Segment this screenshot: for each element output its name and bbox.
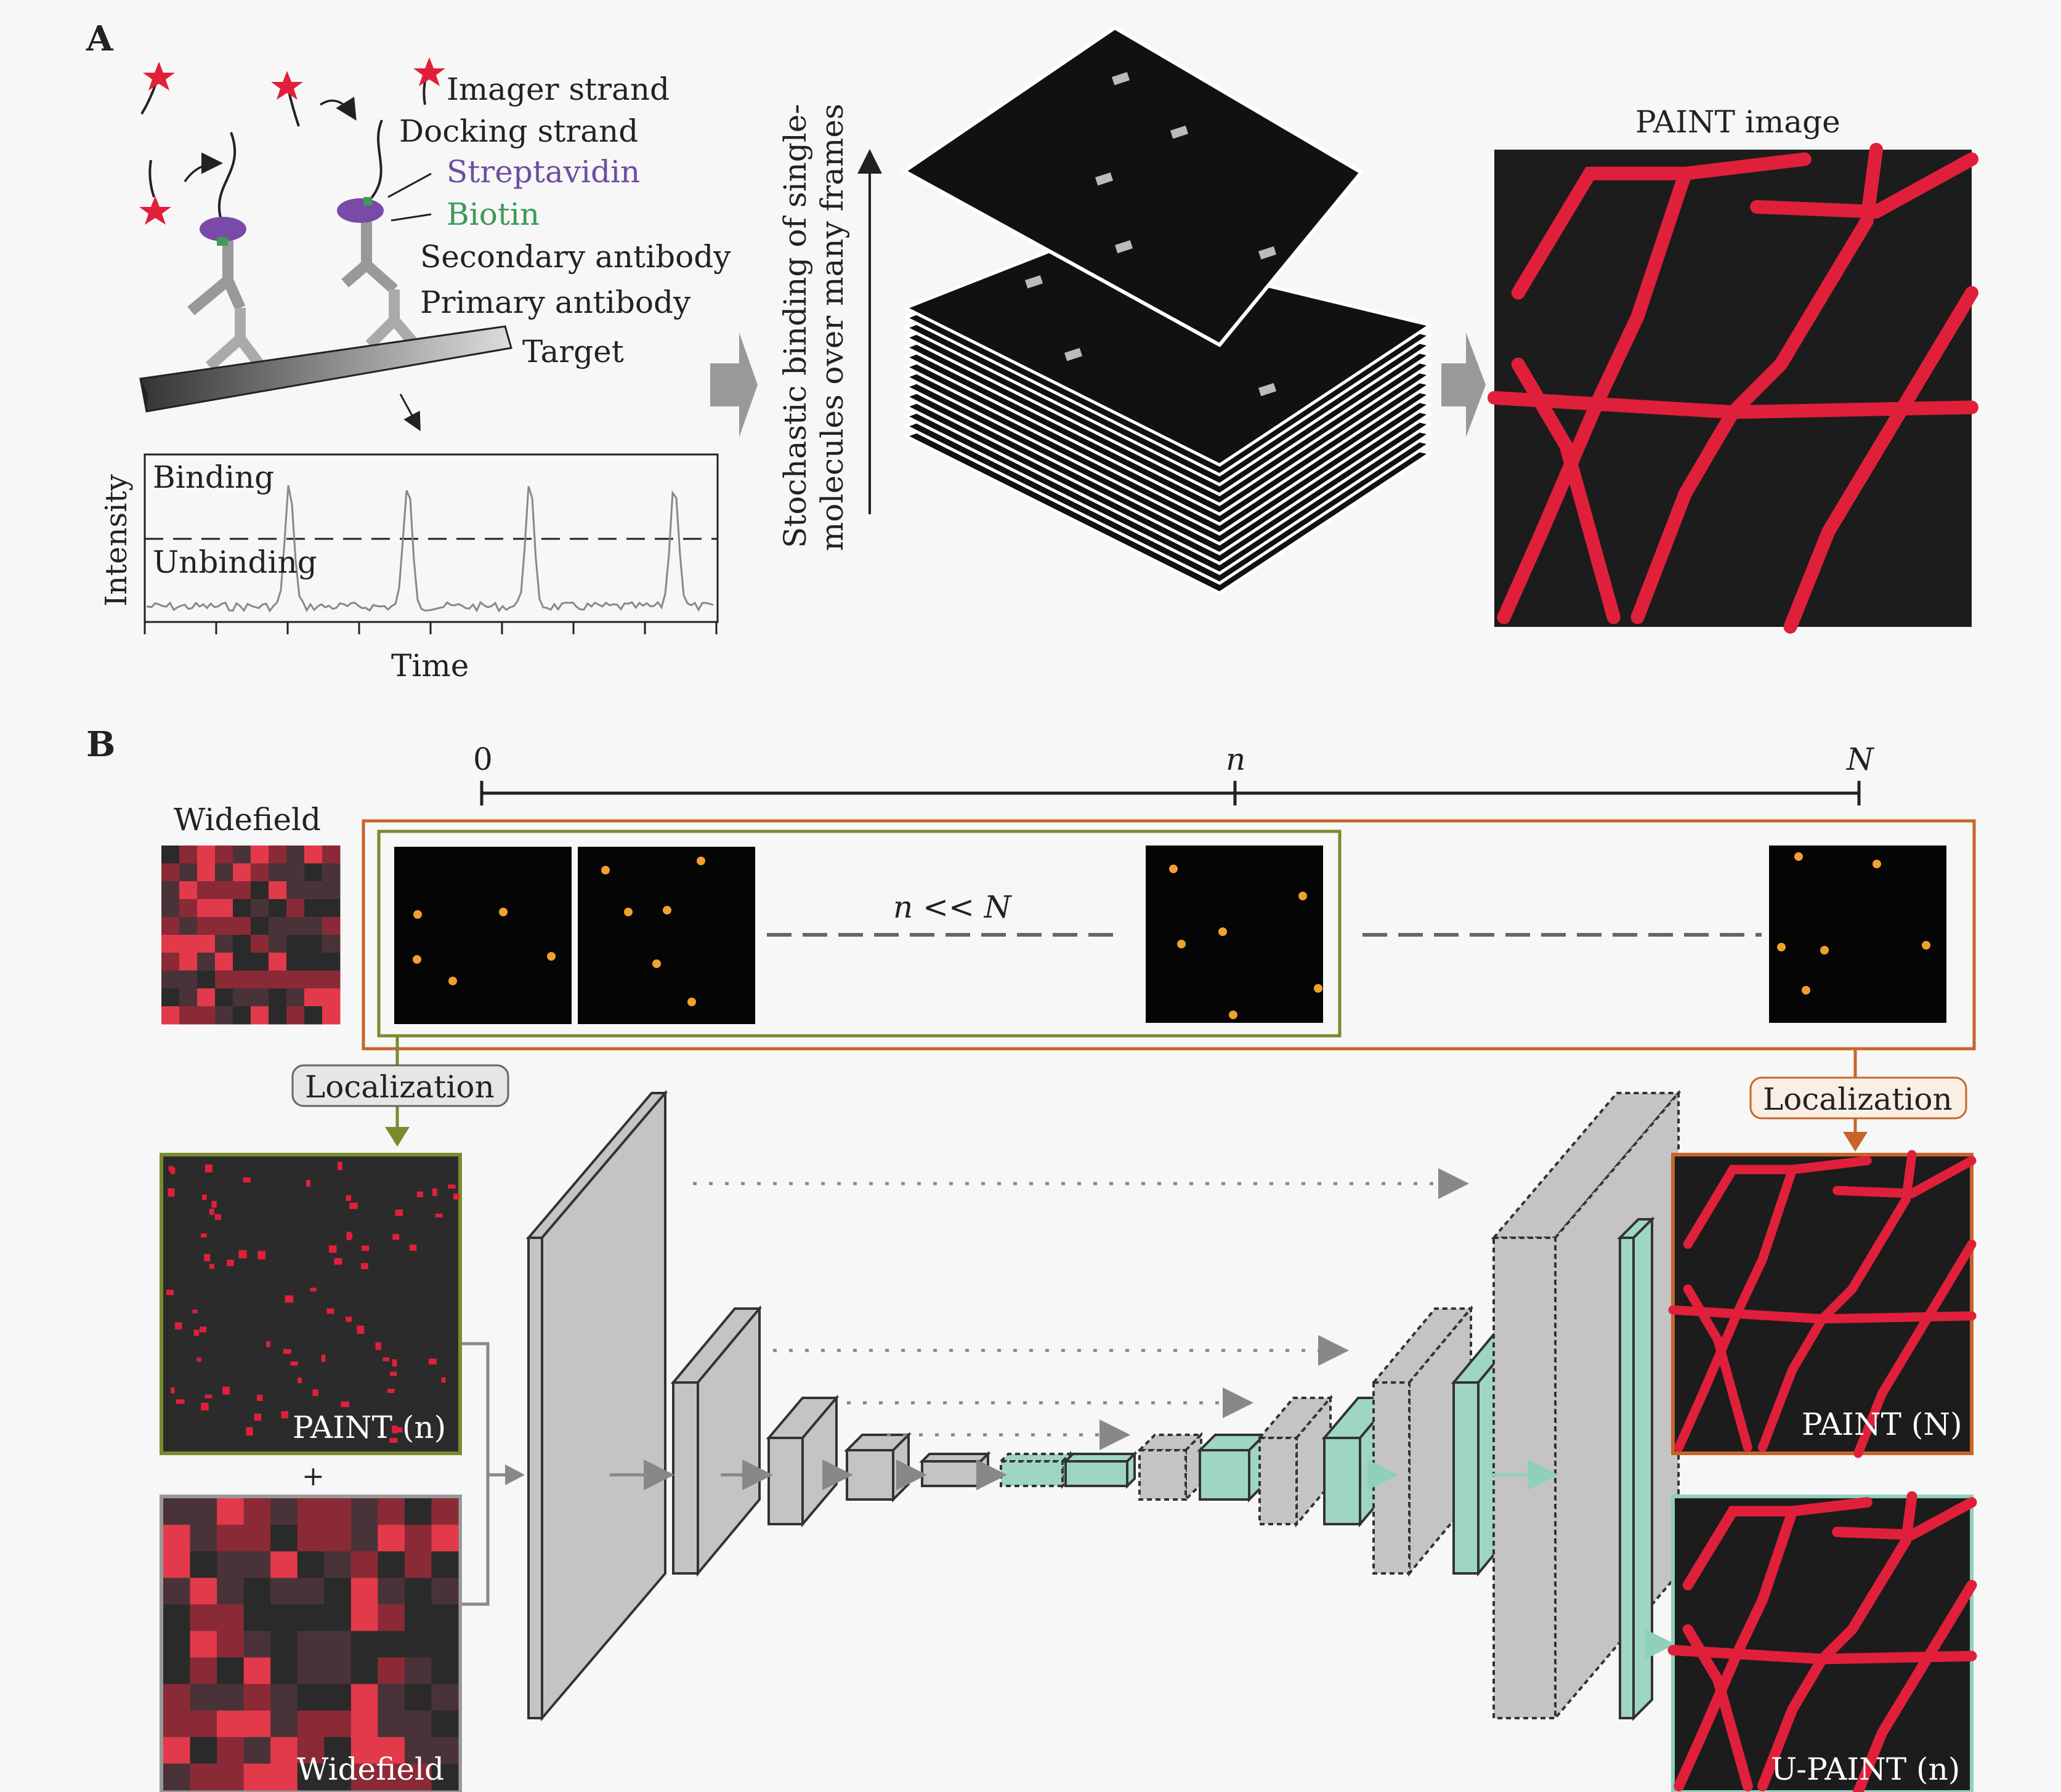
label-target: Target [522,334,624,369]
frame-stack [901,25,1435,595]
antibody-right [341,222,417,349]
unet-diagram [525,1089,1682,1722]
exchange-arrows [184,96,357,182]
loc-right-arrowhead [1843,1132,1868,1152]
label-binding: Binding [153,459,274,495]
trace-xlabel: Time [391,648,469,684]
paint-n-label: PAINT (n) [293,1410,446,1445]
all-frames-box [362,819,1976,1051]
leader-lines [387,172,432,432]
stack-label-1: Stochastic binding of single- [777,104,813,548]
label-streptavidin: Streptavidin [447,154,640,190]
timeline-end: N [1846,741,1875,777]
streptavidin-icon [200,198,384,241]
upaint-n-label: U-PAINT (n) [1771,1751,1960,1787]
widefield-top-label: Widefield [174,802,321,837]
localization-right-badge [1749,1076,1967,1120]
plus-sign: + [302,1461,325,1492]
stack-label-2: molecules over many frames [814,103,850,551]
widefield-bottom-label: Widefield [297,1751,444,1787]
label-secondary: Secondary antibody [420,239,731,275]
sparse-frames [394,846,1946,1024]
localization-right-label: Localization [1763,1081,1953,1117]
timeline [480,781,1861,805]
paint-N-label: PAINT (N) [1802,1407,1962,1442]
component-labels: Imager strand Docking strand Streptavidi… [399,71,731,369]
localization-left-label: Localization [305,1069,495,1105]
input-arrowhead [505,1464,525,1485]
label-biotin: Biotin [447,196,540,232]
label-primary: Primary antibody [420,285,691,320]
input-bracket [462,1342,511,1606]
docking-strands [217,119,383,222]
antibody-left [187,240,264,371]
paint-N-image [1668,1150,1977,1458]
timeline-mid: n [1226,741,1245,777]
loc-left-arrowhead [385,1127,410,1147]
paint-image-title: PAINT image [1635,104,1840,140]
flow-arrow-1 [710,333,758,437]
target-bar [139,325,512,413]
label-unbinding: Unbinding [153,544,317,580]
ratio-label: n << N [893,889,1013,925]
localization-left-badge [291,1064,509,1107]
timeline-start: 0 [473,741,493,777]
paint-image-a [1488,143,1978,634]
widefield-bottom-image [160,1495,462,1792]
paint-n-image [160,1153,462,1455]
label-docking: Docking strand [399,113,638,149]
widefield-top-image [161,846,341,1025]
intensity-trace [144,453,719,634]
panel-a-letter: A [86,18,114,59]
star-icons [139,57,445,225]
label-imager: Imager strand [447,71,670,107]
upaint-n-image [1667,1491,1977,1792]
flow-arrow-2 [1441,333,1486,437]
panel-b-letter: B [86,724,115,765]
n-frames-box [377,829,1342,1038]
trace-ylabel: Intensity [99,474,134,607]
biotin-icon [217,197,372,246]
